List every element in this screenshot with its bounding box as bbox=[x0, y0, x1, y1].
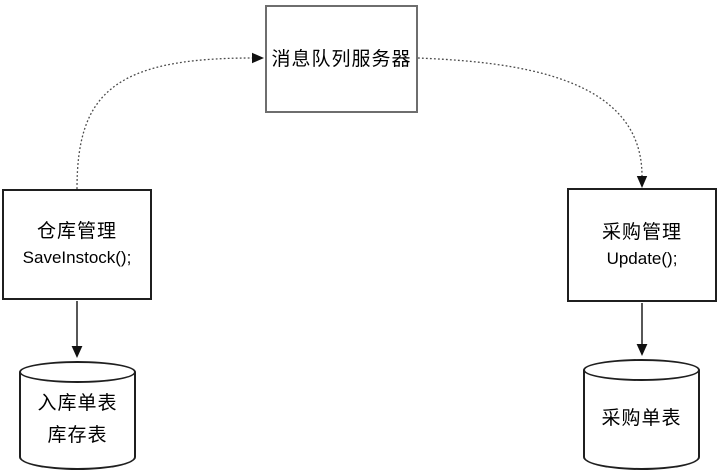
purchase-mgmt-label: 采购管理 bbox=[601, 221, 682, 243]
purchase-db-table-1: 采购单表 bbox=[601, 408, 682, 429]
cylinder-top-ellipse bbox=[583, 359, 700, 381]
node-warehouse-db-cylinder: 入库单表 库存表 bbox=[19, 361, 136, 470]
mq-server-label: 消息队列服务器 bbox=[271, 48, 412, 70]
node-purchase-db-cylinder: 采购单表 bbox=[583, 359, 700, 470]
warehouse-db-table-1: 入库单表 bbox=[37, 393, 118, 414]
node-mq-server: 消息队列服务器 bbox=[265, 5, 418, 113]
warehouse-db-table-2: 库存表 bbox=[47, 425, 108, 446]
edge-warehouse-to-warehouse-db bbox=[71, 301, 83, 358]
cylinder-top-ellipse bbox=[19, 361, 136, 383]
arrowhead-down-icon bbox=[636, 344, 648, 356]
node-purchase-mgmt: 采购管理 Update(); bbox=[567, 188, 717, 302]
edge-purchase-to-purchase-db bbox=[636, 303, 648, 356]
arrowhead-right-icon bbox=[252, 52, 264, 64]
warehouse-mgmt-method: SaveInstock(); bbox=[22, 248, 132, 267]
edge-warehouse-to-mq-server bbox=[76, 52, 264, 190]
arrowhead-down-icon bbox=[636, 176, 648, 188]
node-warehouse-mgmt: 仓库管理 SaveInstock(); bbox=[2, 189, 152, 300]
arrowhead-down-icon bbox=[71, 346, 83, 358]
edge-mq-server-to-purchase bbox=[417, 57, 648, 188]
warehouse-mgmt-label: 仓库管理 bbox=[36, 221, 117, 242]
purchase-mgmt-method: Update(); bbox=[606, 248, 678, 268]
